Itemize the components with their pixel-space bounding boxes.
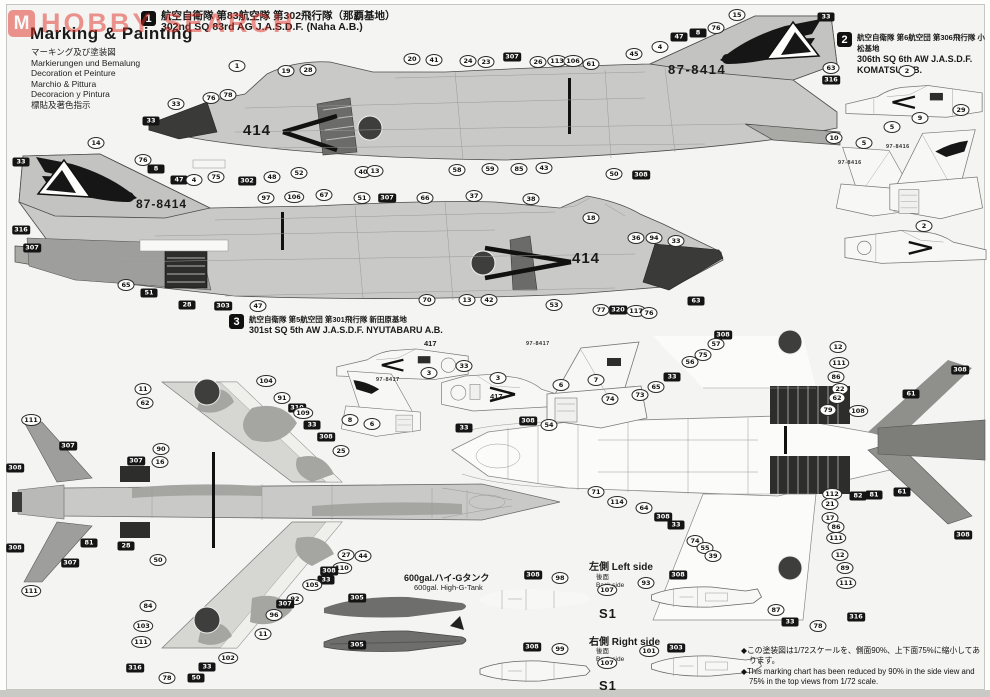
sketch-3-nose-right	[441, 373, 564, 412]
aircraft-c-hinomaru-lower	[193, 606, 221, 634]
aircraft-a-walkway-stripe	[568, 78, 571, 134]
aircraft-c-exhaust-lower	[120, 522, 150, 538]
aircraft-b-walkway-stripe	[281, 212, 284, 250]
back-side-label-right: 後面 Back side	[596, 648, 625, 663]
scan-bottom-band	[0, 690, 990, 697]
aircraft-a-nose-chevron	[282, 113, 338, 153]
aircraft-a-hinomaru	[357, 115, 383, 141]
section-1-title-en: 302nd SQ 83rd AG J.A.S.D.F. (Naha A.B.)	[161, 21, 363, 33]
title-line-zh: 標貼及著色指示	[31, 99, 91, 110]
aircraft-a-intake-ramp	[316, 97, 358, 156]
aircraft-a-fin-eagle	[720, 19, 821, 64]
scale-note-en: ◆This marking chart has been reduced by …	[741, 667, 975, 686]
tank-code-right: S1	[599, 678, 617, 693]
aircraft-d-hinomaru-upper	[777, 329, 803, 355]
aircraft-b-radome	[642, 243, 724, 291]
section-2-title-en: 306th SQ 6th AW J.A.S.D.F.	[857, 54, 973, 64]
tank-outline-left-2	[651, 586, 763, 608]
aircraft-a-stabilator	[744, 123, 841, 146]
right-side-label: 右側 Right side	[589, 637, 661, 648]
title-line-jp: マーキング及び塗装図	[31, 47, 116, 57]
aircraft-d-centerline-stripe	[784, 426, 787, 454]
aircraft-d-fin-wedge	[877, 419, 986, 461]
aircraft-c-stab-lower	[23, 521, 93, 583]
aircraft-d-stab-upper	[868, 360, 972, 440]
aircraft-d-exhaust-lower	[770, 456, 850, 494]
page-title-translations: マーキング及び塗装図 Markierungen und Bemalung Dec…	[31, 47, 140, 110]
section-3-number-icon: 3	[229, 314, 244, 329]
aircraft-c-tailcone	[12, 492, 22, 512]
tank-outline-right-1	[479, 660, 591, 682]
aircraft-d-wing-upper	[653, 336, 816, 388]
droptank-side-1	[324, 596, 466, 618]
section-3-title-jp: 航空自衛隊 第5航空団 第301飛行隊 新田原基地	[249, 315, 407, 324]
tail-serial-b: 87-8414	[136, 197, 188, 211]
aircraft-c-hinomaru-upper	[193, 378, 221, 406]
title-line-de: Markierungen und Bemalung	[31, 57, 141, 68]
section-2-title-en2: KOMATSU A.B.	[857, 65, 922, 75]
section-2-number-icon: 2	[837, 32, 852, 47]
nose-number-3a: 417	[424, 339, 437, 348]
nose-number-b: 414	[572, 250, 601, 267]
nose-number-a: 414	[243, 122, 272, 139]
aircraft-c-top-view	[12, 378, 561, 649]
sketch-2-nose-right	[844, 230, 987, 264]
droptank-label-jp: 600gal.ハイ-Gタンク	[404, 573, 490, 583]
aircraft-d-hinomaru-lower	[777, 555, 803, 581]
tail-serial-a: 87-8414	[668, 62, 727, 77]
droptank-silhouettes	[323, 596, 467, 652]
nose-number-3b: 417	[490, 392, 503, 401]
aircraft-b-fin-eagle	[36, 157, 137, 202]
sketch-3-tail-left	[546, 341, 648, 429]
title-line-it: Marchio & Pittura	[31, 78, 97, 89]
tail-serial-2b: 97-8416	[838, 160, 862, 166]
sketch-2-nose-left	[845, 85, 983, 118]
aircraft-b-hinomaru	[470, 250, 496, 276]
tank-code-left: S1	[599, 606, 617, 621]
back-side-label-left: 後面 Back side	[596, 574, 625, 589]
aircraft-b-side-view	[14, 153, 724, 301]
section-3-title-en: 301st SQ 5th AW J.A.S.D.F. NYUTABARU A.B…	[249, 325, 443, 335]
droptank-label-en: 600gal. High-G-Tank	[414, 583, 483, 592]
sketch-2-tail-left	[889, 129, 983, 220]
tank-outline-left-1	[480, 588, 590, 610]
sketch-3-tail-right	[340, 370, 421, 437]
section-2-title-jp: 航空自衛隊 第6航空団 第306飛行隊 小松基地	[857, 33, 985, 53]
title-line-es: Decoracion y Pintura	[31, 89, 110, 99]
section-2-header: 2 航空自衛隊 第6航空団 第306飛行隊 小松基地 306th SQ 6th …	[837, 32, 990, 76]
aircraft-b-nose-chevron	[484, 245, 572, 281]
page-title: Marking & Painting	[30, 24, 193, 43]
section-1-number-icon: 1	[141, 11, 156, 26]
aircraft-c-walkway-stripe	[212, 452, 215, 548]
scale-note: ◆この塗装図は1/72スケールを、側面90%、上下面75%に縮小してあります。 …	[741, 646, 984, 688]
tank-outline-right-2	[651, 655, 763, 677]
aircraft-a-radome	[148, 101, 218, 140]
section-3-header: 3 航空自衛隊 第5航空団 第301飛行隊 新田原基地 301st SQ 5th…	[229, 314, 443, 336]
tail-serial-2a: 97-8416	[886, 144, 910, 150]
title-line-fr: Decoration et Peinture	[31, 68, 116, 78]
section-1-header: 1 航空自衛隊 第83航空隊 第302飛行隊（那覇基地） 302nd SQ 83…	[141, 11, 396, 33]
left-side-label: 左側 Left side	[589, 562, 653, 573]
scale-note-jp: ◆この塗装図は1/72スケールを、側面90%、上下面75%に縮小してあります。	[741, 646, 981, 665]
tail-serial-3b: 97-8417	[526, 341, 550, 347]
section-1-title-jp: 航空自衛隊 第83航空隊 第302飛行隊（那覇基地）	[161, 10, 396, 22]
tail-serial-3a: 97-8417	[376, 377, 400, 383]
aircraft-c-stab-upper	[23, 421, 93, 483]
aircraft-c-exhaust-upper	[120, 466, 150, 482]
aircraft-a-side-view	[148, 15, 841, 169]
